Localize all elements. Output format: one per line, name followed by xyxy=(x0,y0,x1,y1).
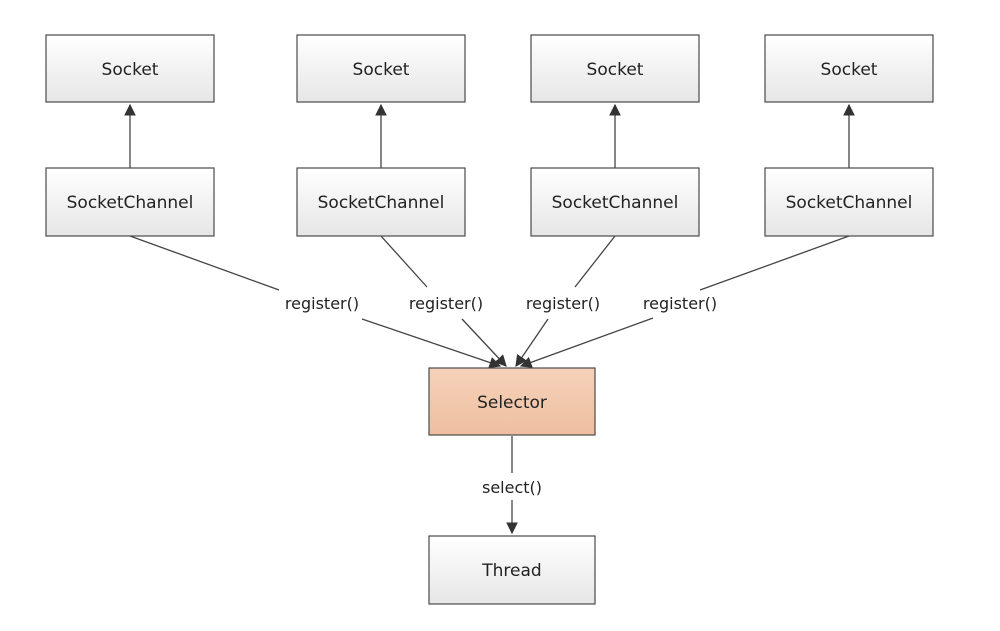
socket-label-1: Socket xyxy=(102,60,159,80)
edge-register-2-lower xyxy=(461,318,507,367)
socket-channel-label-2: SocketChannel xyxy=(318,193,445,213)
register-label-4: register() xyxy=(643,294,717,313)
socket-channel-label-4: SocketChannel xyxy=(786,193,913,213)
select-label: select() xyxy=(482,478,542,497)
socket-channel-label-1: SocketChannel xyxy=(67,193,194,213)
register-label-2: register() xyxy=(409,294,483,313)
socket-node-1: Socket xyxy=(45,34,215,103)
edge-register-4 xyxy=(699,235,850,291)
register-label-1: register() xyxy=(285,294,359,313)
register-label-3: register() xyxy=(526,294,600,313)
socket-channel-node-4: SocketChannel xyxy=(764,167,934,237)
socket-channel-node-1: SocketChannel xyxy=(45,167,215,237)
edge-register-1 xyxy=(129,235,280,291)
socket-label-2: Socket xyxy=(353,60,410,80)
socket-node-4: Socket xyxy=(764,34,934,103)
edge-register-1-lower xyxy=(361,318,502,369)
socket-channel-node-3: SocketChannel xyxy=(530,167,700,237)
thread-node: Thread xyxy=(428,535,596,605)
edge-register-3 xyxy=(574,235,616,288)
edge-register-4-lower xyxy=(519,317,654,368)
socket-label-3: Socket xyxy=(587,60,644,80)
edge-register-2 xyxy=(380,235,428,288)
edge-register-3-lower xyxy=(515,318,549,367)
selector-node: Selector xyxy=(428,367,596,436)
socket-channel-node-2: SocketChannel xyxy=(296,167,466,237)
socket-label-4: Socket xyxy=(821,60,878,80)
socket-node-3: Socket xyxy=(530,34,700,103)
socket-channel-label-3: SocketChannel xyxy=(552,193,679,213)
thread-label: Thread xyxy=(481,561,541,581)
socket-node-2: Socket xyxy=(296,34,466,103)
selector-label: Selector xyxy=(477,393,547,413)
